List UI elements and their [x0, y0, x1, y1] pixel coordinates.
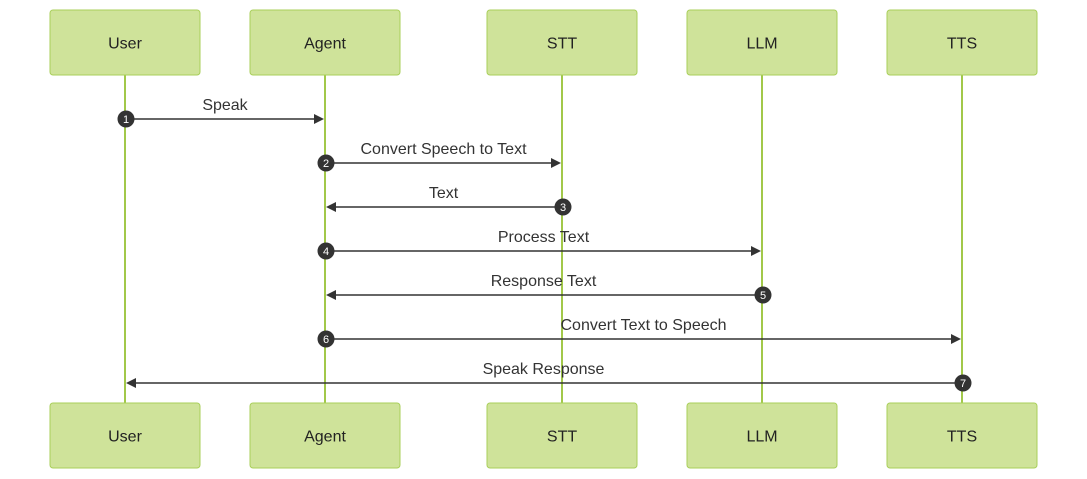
actor-user-bottom: User — [49, 402, 201, 469]
message-label: Convert Text to Speech — [560, 317, 726, 334]
actor-box — [49, 9, 201, 76]
actor-label: User — [108, 36, 142, 53]
actor-user-top: User — [49, 9, 201, 76]
message-4: Process Text 4 — [317, 229, 761, 260]
message-label: Speak — [202, 97, 248, 114]
actor-box — [886, 402, 1038, 469]
arrowhead-icon — [314, 114, 324, 124]
actor-box — [486, 402, 638, 469]
actors-bottom: User Agent STT LLM TTS — [49, 402, 1038, 469]
actor-stt-bottom: STT — [486, 402, 638, 469]
actor-stt-top: STT — [486, 9, 638, 76]
message-label: Convert Speech to Text — [360, 141, 527, 158]
message-7: Speak Response 7 — [126, 361, 972, 392]
arrowhead-icon — [326, 202, 336, 212]
message-5: Response Text 5 — [326, 273, 772, 304]
actor-agent-bottom: Agent — [249, 402, 401, 469]
actor-box — [686, 9, 838, 76]
actor-agent-top: Agent — [249, 9, 401, 76]
actor-box — [886, 9, 1038, 76]
lifelines — [124, 75, 963, 403]
message-6: Convert Text to Speech 6 — [317, 317, 961, 348]
actor-llm-bottom: LLM — [686, 402, 838, 469]
actor-box — [686, 402, 838, 469]
arrowhead-icon — [951, 334, 961, 344]
actor-label: User — [108, 429, 142, 446]
sequence-number: 5 — [760, 290, 766, 302]
sequence-number-badge — [317, 330, 335, 348]
actor-label: TTS — [947, 429, 977, 446]
actor-label: LLM — [746, 36, 777, 53]
actors-top: User Agent STT LLM TTS — [49, 9, 1038, 76]
actor-box — [486, 9, 638, 76]
message-label: Speak Response — [483, 361, 605, 378]
actor-label: TTS — [947, 36, 977, 53]
actor-label: Agent — [304, 429, 346, 446]
actor-tts-top: TTS — [886, 9, 1038, 76]
sequence-number: 2 — [323, 158, 329, 170]
message-1: Speak 1 — [117, 97, 324, 128]
actor-tts-bottom: TTS — [886, 402, 1038, 469]
sequence-number: 6 — [323, 334, 329, 346]
message-label: Text — [429, 185, 459, 202]
actor-llm-top: LLM — [686, 9, 838, 76]
message-3: Text 3 — [326, 185, 572, 216]
actor-label: STT — [547, 429, 577, 446]
sequence-number-badge — [117, 110, 135, 128]
sequence-number: 4 — [323, 246, 329, 258]
sequence-number-badge — [754, 286, 772, 304]
actor-box — [249, 9, 401, 76]
arrowhead-icon — [751, 246, 761, 256]
sequence-number-badge — [317, 154, 335, 172]
sequence-number-badge — [554, 198, 572, 216]
actor-label: LLM — [746, 429, 777, 446]
message-label: Response Text — [491, 273, 597, 290]
arrowhead-icon — [326, 290, 336, 300]
message-label: Process Text — [498, 229, 590, 246]
actor-label: STT — [547, 36, 577, 53]
sequence-number-badge — [954, 374, 972, 392]
arrowhead-icon — [551, 158, 561, 168]
arrowhead-icon — [126, 378, 136, 388]
sequence-number: 1 — [123, 114, 129, 126]
actor-box — [49, 402, 201, 469]
actor-label: Agent — [304, 36, 346, 53]
actor-box — [249, 402, 401, 469]
sequence-number: 7 — [960, 378, 966, 390]
sequence-number-badge — [317, 242, 335, 260]
message-2: Convert Speech to Text 2 — [317, 141, 561, 172]
sequence-number: 3 — [560, 202, 566, 214]
